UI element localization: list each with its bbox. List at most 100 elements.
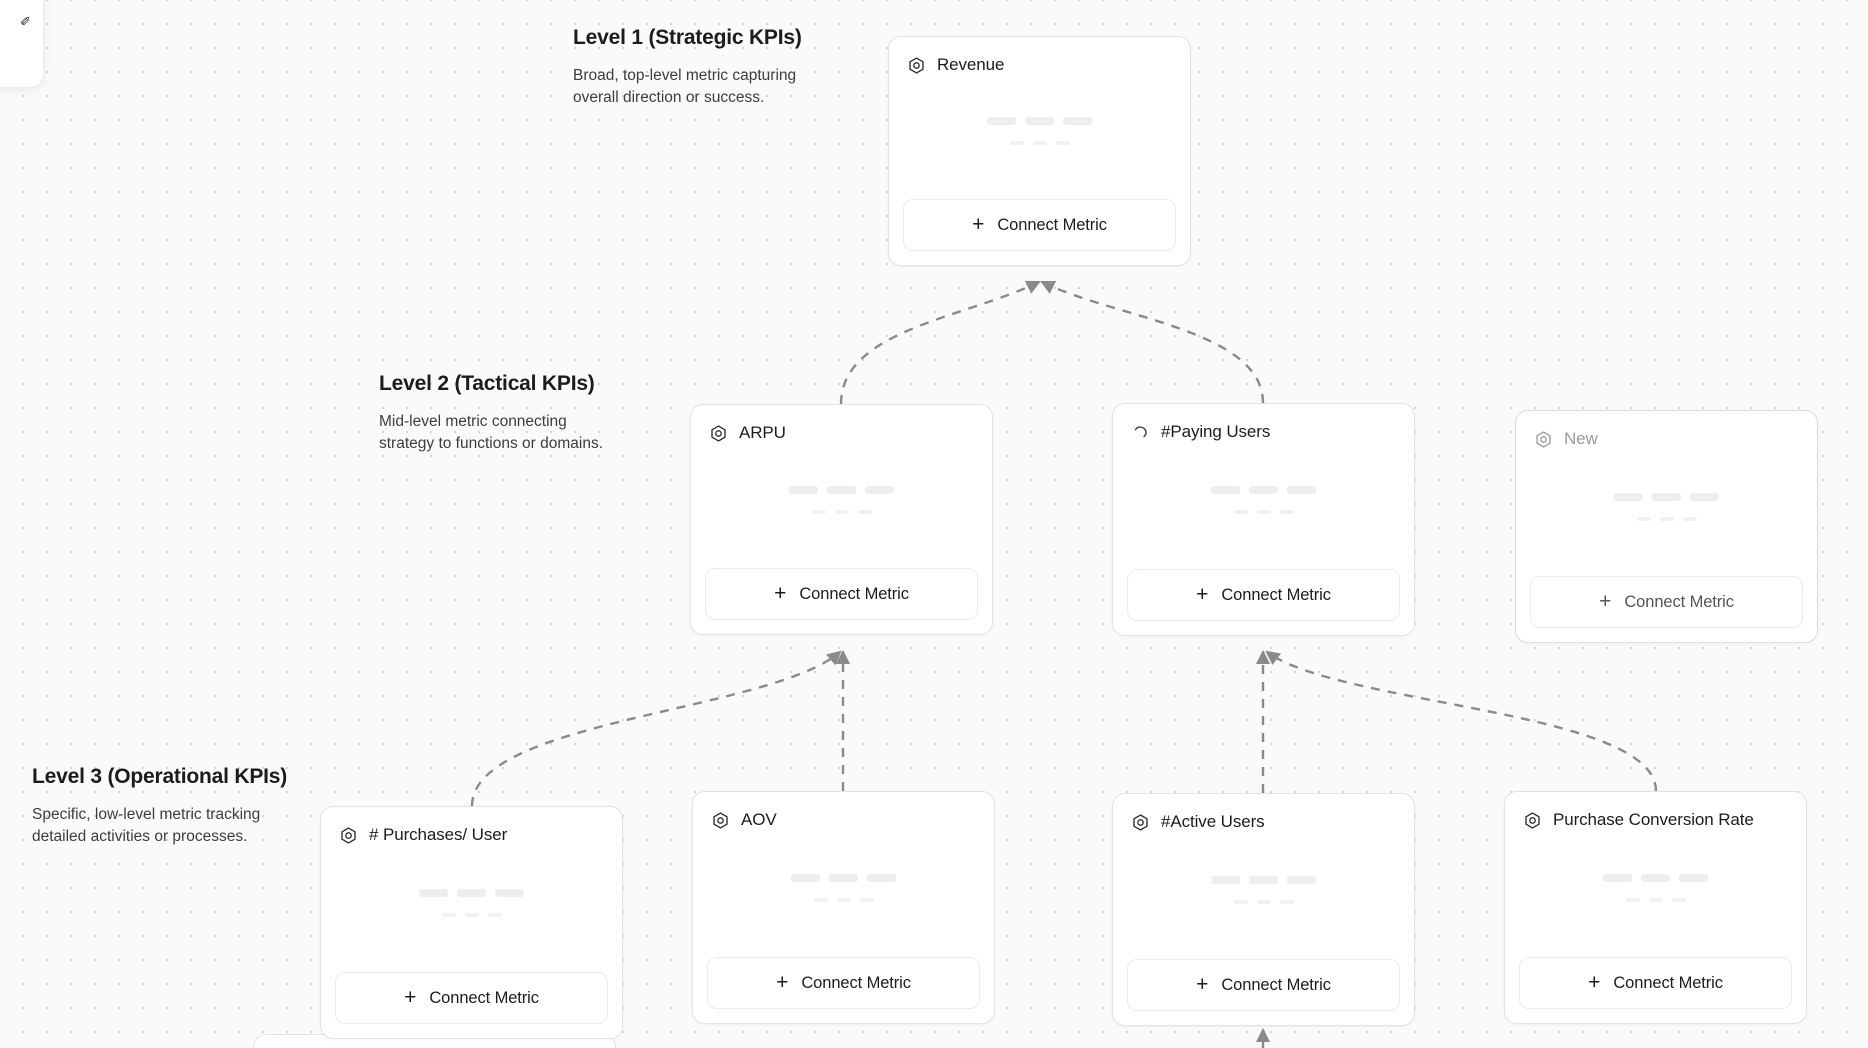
- skeleton-bar: [829, 873, 858, 882]
- metric-card-new[interactable]: New + Connect Metric: [1515, 410, 1818, 643]
- skeleton-bar: [1055, 141, 1070, 145]
- metric-card-purchases-per-user[interactable]: # Purchases/ User + Connect Metric: [320, 806, 623, 1039]
- skeleton-row-secondary: [1233, 899, 1294, 904]
- hexagon-metric-icon: [1133, 813, 1148, 831]
- skeleton-bar: [1233, 509, 1248, 514]
- connect-metric-label: Connect Metric: [429, 988, 539, 1007]
- skeleton-bar: [419, 888, 448, 897]
- skeleton-bar: [1287, 485, 1316, 494]
- skeleton-bar: [791, 873, 820, 882]
- connect-metric-button[interactable]: + Connect Metric: [1127, 569, 1400, 621]
- skeleton-row-secondary: [1233, 509, 1294, 514]
- metric-card-skeleton: [1127, 832, 1400, 947]
- connect-metric-label: Connect Metric: [1613, 973, 1723, 992]
- metric-card-purchase-conversion-rate[interactable]: Purchase Conversion Rate + Connect Metri…: [1504, 791, 1807, 1024]
- skeleton-bar: [1025, 117, 1054, 125]
- skeleton-bar: [1249, 485, 1278, 494]
- metric-card-header: AOV: [707, 806, 980, 830]
- connect-metric-button[interactable]: + Connect Metric: [903, 199, 1176, 251]
- skeleton-row-primary: [419, 888, 524, 897]
- hexagon-metric-icon: [1525, 811, 1540, 829]
- hexagon-metric-icon: [1536, 430, 1551, 448]
- metric-card-paying-users[interactable]: #Paying Users + Connect Metric: [1112, 403, 1415, 636]
- metric-card-title: #Paying Users: [1161, 422, 1271, 441]
- skeleton-bar: [1636, 516, 1651, 521]
- level-3-title: Level 3 (Operational KPIs): [32, 765, 288, 788]
- skeleton-bar: [1233, 899, 1248, 904]
- skeleton-bar: [487, 912, 502, 917]
- metric-card-title: Purchase Conversion Rate: [1553, 810, 1754, 829]
- connect-metric-button[interactable]: + Connect Metric: [707, 957, 980, 1009]
- skeleton-bar: [1279, 509, 1294, 514]
- floating-toolbar-panel[interactable]: ✐: [0, 0, 44, 88]
- skeleton-row-primary: [791, 873, 896, 882]
- skeleton-bar: [987, 117, 1016, 125]
- skeleton-bar: [1603, 873, 1632, 882]
- metric-card-skeleton: [705, 443, 978, 556]
- plus-icon: +: [1599, 589, 1612, 613]
- skeleton-bar: [1256, 509, 1271, 514]
- plus-icon: +: [404, 985, 417, 1009]
- connect-metric-button[interactable]: + Connect Metric: [705, 568, 978, 620]
- level-2-title: Level 2 (Tactical KPIs): [379, 372, 595, 395]
- metric-card-title: Revenue: [937, 55, 1005, 74]
- skeleton-bar: [836, 897, 851, 902]
- skeleton-bar: [1279, 899, 1294, 904]
- plus-icon: +: [1196, 582, 1209, 606]
- metric-card-header: ARPU: [705, 419, 978, 443]
- connect-metric-button[interactable]: + Connect Metric: [1519, 957, 1792, 1009]
- plus-icon: +: [774, 581, 787, 605]
- connect-metric-label: Connect Metric: [1221, 585, 1331, 604]
- level-3-description-line-2: detailed activities or processes.: [32, 828, 248, 845]
- hexagon-metric-icon: [909, 56, 924, 74]
- connect-metric-label: Connect Metric: [1624, 592, 1734, 611]
- skeleton-row-secondary: [813, 897, 874, 902]
- metric-card-aov[interactable]: AOV + Connect Metric: [692, 791, 995, 1024]
- metric-card-title: New: [1564, 429, 1598, 448]
- connect-metric-button[interactable]: + Connect Metric: [1127, 959, 1400, 1011]
- skeleton-bar: [1614, 492, 1643, 501]
- skeleton-bar: [1671, 897, 1686, 902]
- skeleton-bar: [867, 873, 896, 882]
- metric-card-title: # Purchases/ User: [369, 825, 508, 844]
- skeleton-bar: [827, 485, 856, 494]
- skeleton-bar: [1641, 873, 1670, 882]
- skeleton-bar: [789, 485, 818, 494]
- skeleton-bar: [1211, 485, 1240, 494]
- pen-tool-icon[interactable]: ✐: [20, 14, 31, 29]
- metric-card-skeleton: [707, 830, 980, 945]
- metric-card-arpu[interactable]: ARPU + Connect Metric: [690, 404, 993, 635]
- skeleton-row-secondary: [1625, 897, 1686, 902]
- skeleton-bar: [1249, 875, 1278, 884]
- skeleton-bar: [441, 912, 456, 917]
- skeleton-bar: [1032, 141, 1047, 145]
- metric-card-header: #Active Users: [1127, 808, 1400, 832]
- metric-card-skeleton: [903, 75, 1176, 187]
- skeleton-row-primary: [987, 117, 1092, 125]
- metric-card-title: #Active Users: [1161, 812, 1265, 831]
- skeleton-bar: [857, 509, 872, 514]
- edge-arpu-to-revenue: [839, 280, 1041, 405]
- skeleton-bar: [813, 897, 828, 902]
- skeleton-bar: [1682, 516, 1697, 521]
- skeleton-bar: [1256, 899, 1271, 904]
- level-2-description: Mid-level metric connecting strategy to …: [379, 411, 603, 455]
- hexagon-metric-icon: [711, 424, 726, 442]
- connect-metric-label: Connect Metric: [997, 215, 1107, 234]
- metric-card-title: ARPU: [739, 423, 786, 442]
- edge-payingusers-to-revenue: [1040, 280, 1265, 404]
- metric-card-header: New: [1530, 425, 1803, 449]
- skeleton-row-secondary: [441, 912, 502, 917]
- level-1-description-line-1: Broad, top-level metric capturing: [573, 67, 797, 84]
- skeleton-bar: [1625, 897, 1640, 902]
- hexagon-metric-icon: [713, 811, 728, 829]
- metric-card-active-users[interactable]: #Active Users + Connect Metric: [1112, 793, 1415, 1026]
- metric-card-header: Purchase Conversion Rate: [1519, 806, 1792, 830]
- metric-card-revenue[interactable]: Revenue + Connect Metric: [888, 36, 1191, 266]
- skeleton-row-primary: [1211, 485, 1316, 494]
- connect-metric-button[interactable]: + Connect Metric: [335, 972, 608, 1024]
- connect-metric-button[interactable]: + Connect Metric: [1530, 576, 1803, 628]
- skeleton-row-primary: [1603, 873, 1708, 882]
- level-2-description-line-2: strategy to functions or domains.: [379, 435, 604, 452]
